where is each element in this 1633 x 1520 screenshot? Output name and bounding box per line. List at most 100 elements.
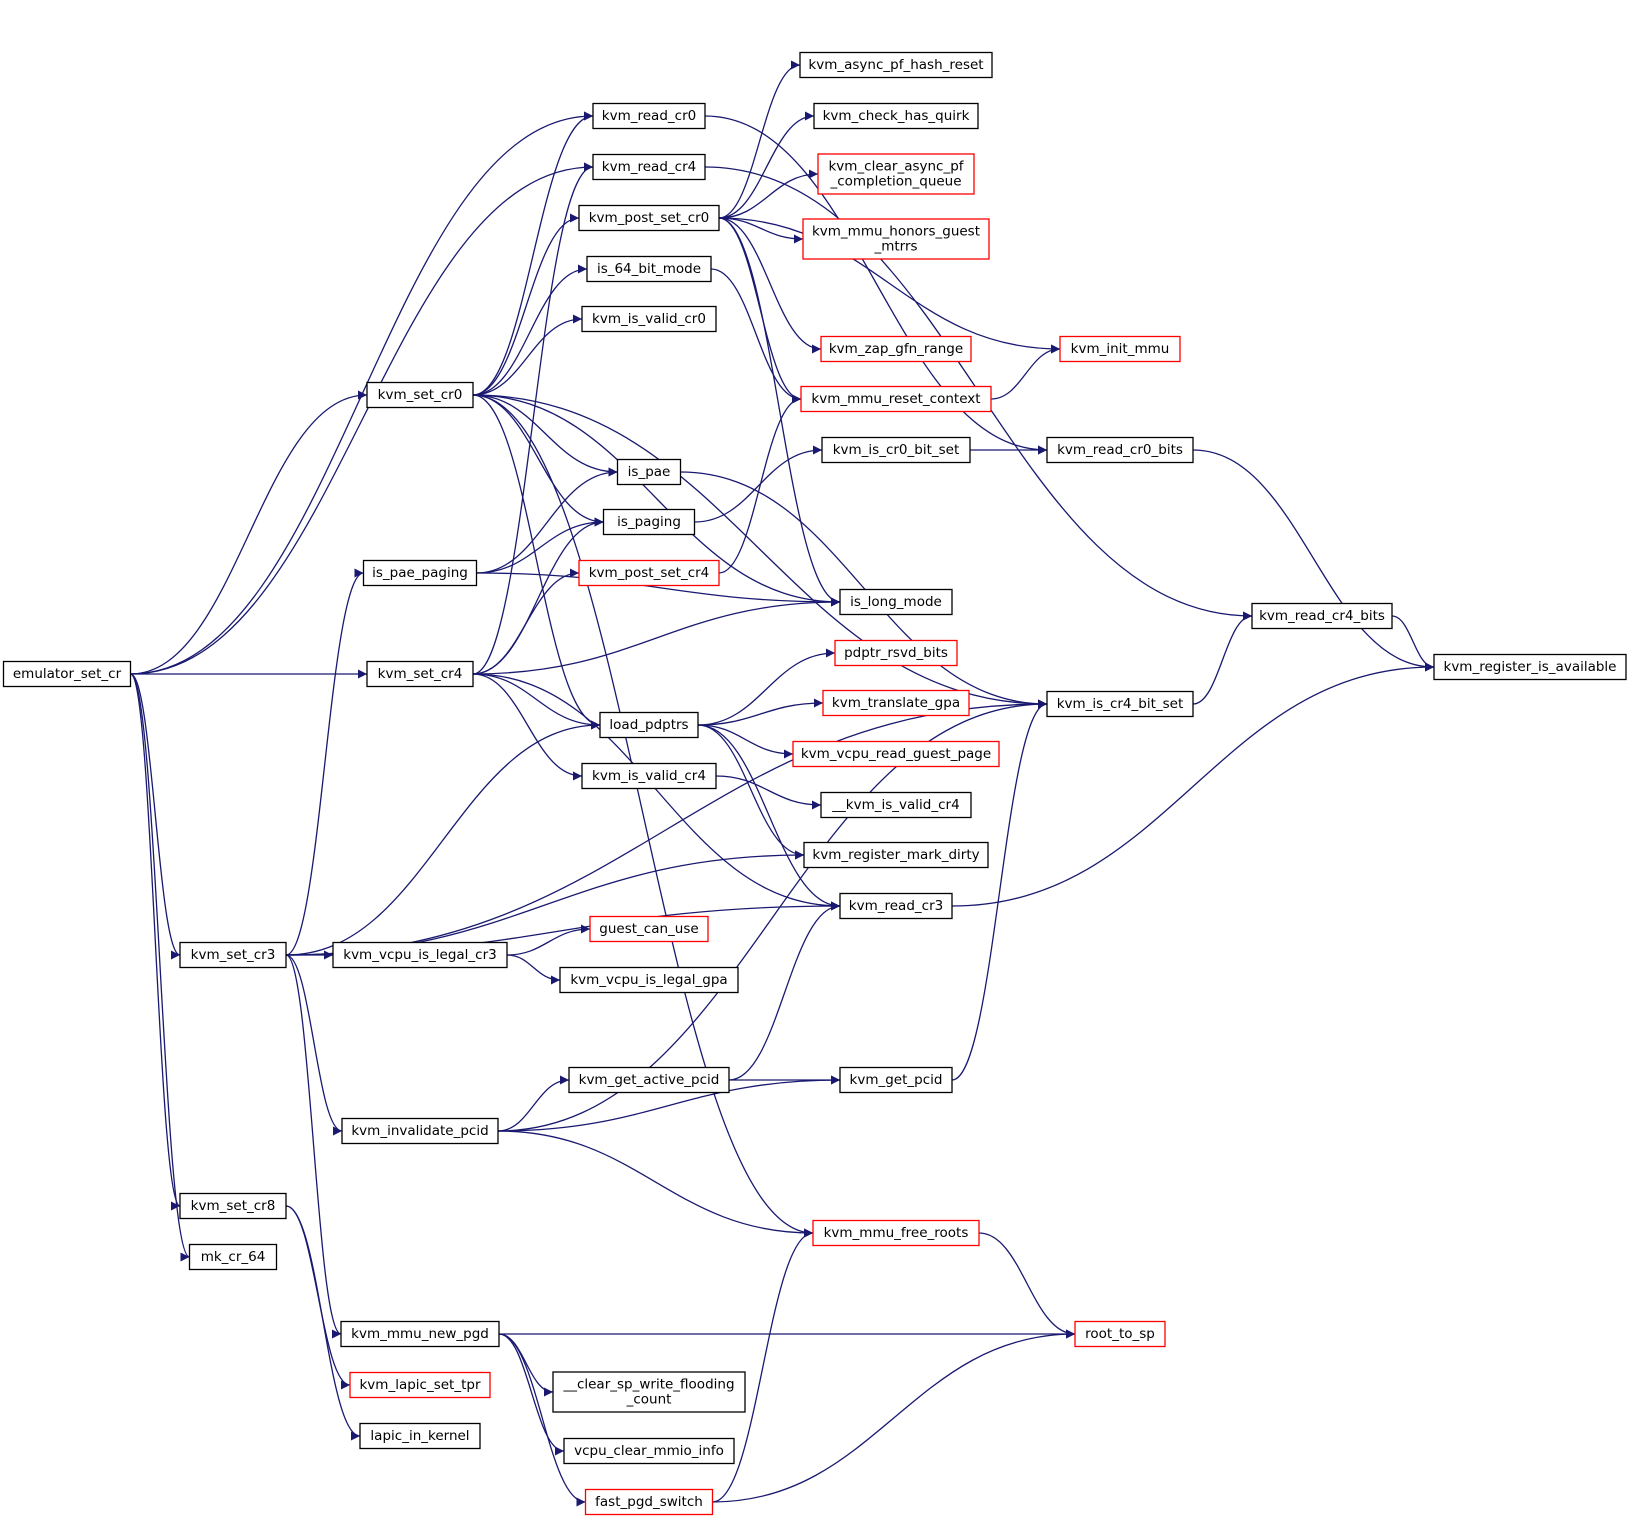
node-box[interactable]: [616, 458, 682, 486]
node-kvm_read_cr3[interactable]: kvm_read_cr3: [839, 892, 953, 920]
node-box[interactable]: [1074, 1320, 1166, 1348]
node-kvm_check_has_quirk[interactable]: kvm_check_has_quirk: [813, 102, 979, 130]
node-box[interactable]: [839, 588, 953, 616]
node-box[interactable]: [568, 1066, 730, 1094]
node-box[interactable]: [563, 1437, 735, 1465]
node-box[interactable]: [340, 1320, 500, 1348]
node-box[interactable]: [578, 559, 720, 587]
node-box[interactable]: [821, 436, 971, 464]
node-kvm_is_cr0_bit_set[interactable]: kvm_is_cr0_bit_set: [821, 436, 971, 464]
node-box[interactable]: [362, 559, 478, 587]
node-box[interactable]: [839, 1066, 953, 1094]
node-kvm_get_active_pcid[interactable]: kvm_get_active_pcid: [568, 1066, 730, 1094]
node-box[interactable]: [803, 841, 989, 869]
node-box[interactable]: [592, 102, 706, 130]
node-box[interactable]: [341, 1117, 499, 1145]
node-kvm_init_mmu[interactable]: kvm_init_mmu: [1059, 335, 1181, 363]
node-kvm_mmu_honors_guest_mtrrs[interactable]: kvm_mmu_honors_guest_mtrrs: [802, 218, 990, 260]
node-box[interactable]: [812, 1219, 980, 1247]
node-box[interactable]: [586, 255, 712, 283]
node-kvm_is_valid_cr4[interactable]: kvm_is_valid_cr4: [581, 762, 717, 790]
node-box[interactable]: [581, 305, 717, 333]
node-kvm_read_cr0[interactable]: kvm_read_cr0: [592, 102, 706, 130]
node-fast_pgd_switch[interactable]: fast_pgd_switch: [584, 1488, 714, 1516]
node-kvm_set_cr0[interactable]: kvm_set_cr0: [366, 381, 474, 409]
node-vcpu_clear_mmio_info[interactable]: vcpu_clear_mmio_info: [563, 1437, 735, 1465]
node-pdptr_rsvd_bits[interactable]: pdptr_rsvd_bits: [834, 639, 958, 667]
node-kvm_lapic_set_tpr[interactable]: kvm_lapic_set_tpr: [349, 1371, 491, 1399]
node-kvm_set_cr4[interactable]: kvm_set_cr4: [366, 660, 474, 688]
node-box[interactable]: [552, 1371, 746, 1413]
node-box[interactable]: [188, 1243, 278, 1271]
node-box[interactable]: [559, 966, 739, 994]
node-box[interactable]: [817, 153, 975, 195]
node-kvm_is_valid_cr0[interactable]: kvm_is_valid_cr0: [581, 305, 717, 333]
node-box[interactable]: [602, 508, 696, 536]
node-is_long_mode[interactable]: is_long_mode: [839, 588, 953, 616]
node-kvm_post_set_cr0[interactable]: kvm_post_set_cr0: [578, 204, 720, 232]
node-kvm_register_is_available[interactable]: kvm_register_is_available: [1433, 653, 1627, 681]
node-box[interactable]: [366, 660, 474, 688]
node-guest_can_use[interactable]: guest_can_use: [589, 915, 709, 943]
node-box[interactable]: [581, 762, 717, 790]
node-box[interactable]: [589, 915, 709, 943]
node-box[interactable]: [599, 711, 699, 739]
node-kvm_invalidate_pcid[interactable]: kvm_invalidate_pcid: [341, 1117, 499, 1145]
node-clear_sp_write_flooding_count[interactable]: __clear_sp_write_flooding_count: [552, 1371, 746, 1413]
node-kvm_read_cr4[interactable]: kvm_read_cr4: [592, 153, 706, 181]
node-box[interactable]: [1046, 690, 1194, 718]
node-box[interactable]: [179, 1192, 287, 1220]
node-box[interactable]: [834, 639, 958, 667]
node-box[interactable]: [802, 218, 990, 260]
node-box[interactable]: [813, 102, 979, 130]
node-kvm_read_cr4_bits[interactable]: kvm_read_cr4_bits: [1251, 602, 1393, 630]
node-box[interactable]: [2, 660, 132, 688]
node-kvm_set_cr3[interactable]: kvm_set_cr3: [179, 941, 287, 969]
node-kvm_async_pf_hash_reset[interactable]: kvm_async_pf_hash_reset: [799, 51, 993, 79]
node-box[interactable]: [578, 204, 720, 232]
node-box[interactable]: [592, 153, 706, 181]
node-kvm_vcpu_is_legal_gpa[interactable]: kvm_vcpu_is_legal_gpa: [559, 966, 739, 994]
node-kvm_zap_gfn_range[interactable]: kvm_zap_gfn_range: [820, 335, 972, 363]
node-load_pdptrs[interactable]: load_pdptrs: [599, 711, 699, 739]
node-kvm_register_mark_dirty[interactable]: kvm_register_mark_dirty: [803, 841, 989, 869]
node-kvm_vcpu_read_guest_page[interactable]: kvm_vcpu_read_guest_page: [792, 740, 1000, 768]
node-box[interactable]: [359, 1422, 481, 1450]
node-box[interactable]: [799, 51, 993, 79]
node-is_64_bit_mode[interactable]: is_64_bit_mode: [586, 255, 712, 283]
node-lapic_in_kernel[interactable]: lapic_in_kernel: [359, 1422, 481, 1450]
node-is_paging[interactable]: is_paging: [602, 508, 696, 536]
node-box[interactable]: [1046, 436, 1194, 464]
node-box[interactable]: [349, 1371, 491, 1399]
node-kvm_translate_gpa[interactable]: kvm_translate_gpa: [822, 689, 970, 717]
node-is_pae[interactable]: is_pae: [616, 458, 682, 486]
node-__kvm_is_valid_cr4[interactable]: __kvm_is_valid_cr4: [820, 791, 972, 819]
node-mk_cr_64[interactable]: mk_cr_64: [188, 1243, 278, 1271]
node-box[interactable]: [792, 740, 1000, 768]
node-box[interactable]: [332, 941, 508, 969]
node-box[interactable]: [822, 689, 970, 717]
node-kvm_is_cr4_bit_set[interactable]: kvm_is_cr4_bit_set: [1046, 690, 1194, 718]
node-box[interactable]: [839, 892, 953, 920]
node-kvm_vcpu_is_legal_cr3[interactable]: kvm_vcpu_is_legal_cr3: [332, 941, 508, 969]
node-box[interactable]: [1433, 653, 1627, 681]
node-emulator_set_cr[interactable]: emulator_set_cr: [2, 660, 132, 688]
node-kvm_clear_async_pf_completion_queue[interactable]: kvm_clear_async_pf_completion_queue: [817, 153, 975, 195]
node-box[interactable]: [1251, 602, 1393, 630]
node-box[interactable]: [820, 335, 972, 363]
node-box[interactable]: [820, 791, 972, 819]
node-is_pae_paging[interactable]: is_pae_paging: [362, 559, 478, 587]
node-box[interactable]: [800, 385, 992, 413]
node-box[interactable]: [366, 381, 474, 409]
node-kvm_post_set_cr4[interactable]: kvm_post_set_cr4: [578, 559, 720, 587]
node-box[interactable]: [584, 1488, 714, 1516]
node-kvm_get_pcid[interactable]: kvm_get_pcid: [839, 1066, 953, 1094]
node-box[interactable]: [1059, 335, 1181, 363]
node-kvm_mmu_free_roots[interactable]: kvm_mmu_free_roots: [812, 1219, 980, 1247]
node-root_to_sp[interactable]: root_to_sp: [1074, 1320, 1166, 1348]
node-kvm_mmu_reset_context[interactable]: kvm_mmu_reset_context: [800, 385, 992, 413]
node-kvm_read_cr0_bits[interactable]: kvm_read_cr0_bits: [1046, 436, 1194, 464]
node-kvm_set_cr8[interactable]: kvm_set_cr8: [179, 1192, 287, 1220]
node-kvm_mmu_new_pgd[interactable]: kvm_mmu_new_pgd: [340, 1320, 500, 1348]
node-box[interactable]: [179, 941, 287, 969]
